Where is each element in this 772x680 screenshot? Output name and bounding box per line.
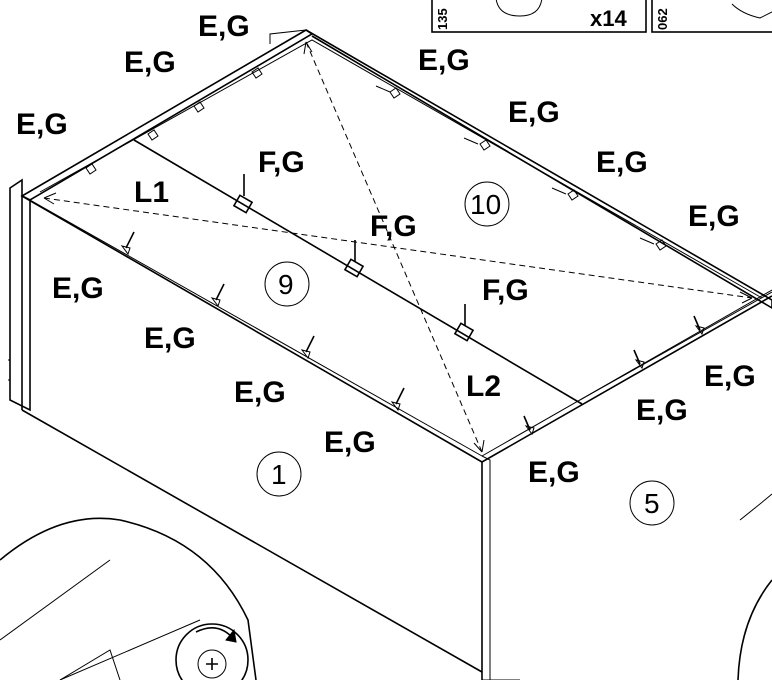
label-eg: E,G (234, 376, 286, 409)
front-edge-screws (120, 231, 705, 436)
label-fg: F,G (370, 210, 417, 243)
detail-callout (0, 517, 257, 680)
label-eg: E,G (324, 426, 376, 459)
label-eg: E,G (124, 46, 176, 79)
label-eg: E,G (596, 146, 648, 179)
label-eg: E,G (688, 200, 740, 233)
label-eg: E,G (144, 322, 196, 355)
label-eg: E,G (636, 394, 688, 427)
part-number-9: 9 (278, 269, 294, 300)
hardware-quantity: x14 (590, 6, 627, 31)
hardware-code-right: 062 (655, 8, 670, 30)
diagonal-measurements (43, 41, 753, 453)
label-eg: E,G (704, 360, 756, 393)
back-edge-fittings (85, 67, 667, 251)
label-eg: E,G (508, 96, 560, 129)
diagonal-label-l2: L2 (466, 370, 501, 403)
part-number-5: 5 (644, 488, 660, 519)
label-eg: E,G (418, 44, 470, 77)
detail-callout-right (737, 579, 772, 680)
hardware-box: 135 x14 062 (431, 0, 772, 33)
diagonal-label-l1: L1 (134, 176, 169, 209)
label-eg: E,G (52, 272, 104, 305)
part-circles: 9 10 1 5 (256, 181, 675, 526)
divider-brackets (232, 174, 475, 342)
part-number-1: 1 (271, 459, 287, 490)
label-eg: E,G (528, 456, 580, 489)
hardware-code-left: 135 (435, 8, 450, 30)
label-eg: E,G (198, 10, 250, 43)
fastener-labels: E,G E,G E,G E,G E,G E,G E,G E,G E,G E,G … (16, 10, 756, 489)
part-number-10: 10 (470, 189, 501, 220)
label-fg: F,G (482, 274, 529, 307)
label-fg: F,G (258, 146, 305, 179)
drawer-box (8, 29, 772, 680)
label-eg: E,G (16, 108, 68, 141)
